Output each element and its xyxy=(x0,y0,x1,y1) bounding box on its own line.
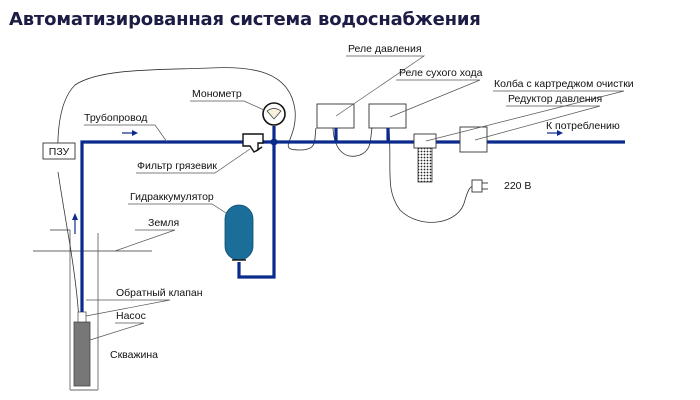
filter-cartridge xyxy=(417,147,433,183)
pipeline-label: Трубопровод xyxy=(84,112,147,124)
diagram-title: Автоматизированная система водоснабжения xyxy=(9,9,481,30)
power-plug-icon xyxy=(471,179,488,193)
flow-arrow-pipeline xyxy=(122,130,138,136)
well-casing xyxy=(69,230,99,391)
well-label: Скважина xyxy=(110,349,158,361)
filter-flask-head xyxy=(413,133,437,149)
ground-label: Земля xyxy=(148,217,179,229)
accumulator-tank xyxy=(224,204,254,261)
dry-run-relay-box xyxy=(368,103,407,129)
power-cable xyxy=(57,67,475,323)
accumulator-pipe xyxy=(237,142,276,279)
pump-label: Насос xyxy=(116,310,146,322)
ground-line xyxy=(33,229,152,252)
manometer-label: Монометр xyxy=(192,88,242,100)
pzu-label: ПЗУ xyxy=(49,146,70,158)
dry-run-relay-label: Реле сухого хода xyxy=(399,67,483,79)
mud-filter-label: Фильтр грязевик xyxy=(137,160,217,172)
main-pipe xyxy=(80,140,625,312)
flow-arrow-up xyxy=(72,213,78,234)
label-leaders xyxy=(84,55,625,341)
flow-arrow-consumer xyxy=(547,130,563,136)
manometer-icon xyxy=(262,102,286,126)
filter-flask-label: Колба с картреджом очистки xyxy=(494,78,634,90)
accumulator-label: Гидраккумулятор xyxy=(130,191,214,203)
check-valve xyxy=(77,311,87,323)
pump xyxy=(73,321,91,387)
to-consumer-label: К потреблению xyxy=(546,120,620,132)
pressure-relay-label: Реле давления xyxy=(348,43,422,55)
power-label: 220 В xyxy=(504,180,531,192)
pzu-box xyxy=(42,142,76,160)
check-valve-label: Обратный клапан xyxy=(116,287,203,299)
pressure-reducer-label: Редуктор давления xyxy=(508,93,602,105)
pipe-junction xyxy=(270,138,278,146)
pressure-reducer-box xyxy=(459,126,488,153)
mud-filter-icon xyxy=(242,133,264,153)
